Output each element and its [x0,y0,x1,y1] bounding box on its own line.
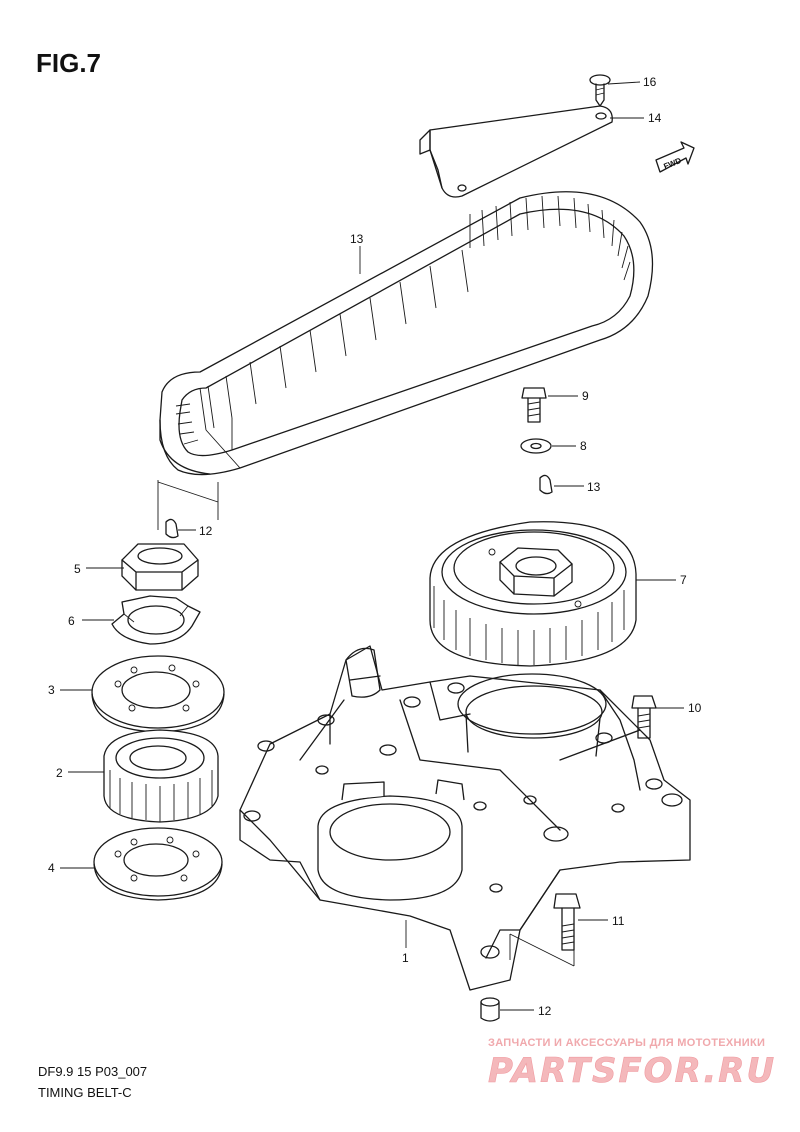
callout-10: 10 [688,701,702,715]
part-1-pulley-housing [239,645,691,991]
callout-6: 6 [68,614,75,628]
part-13-key-upper [539,474,553,495]
watermark-logo: PARTSFOR.RU [488,1051,776,1090]
part-7-driven-pulley [429,521,637,667]
figure-code: DF9.9 15 P03_007 [38,1064,148,1079]
part-3-plate [91,655,225,733]
part-5-nut [121,543,199,591]
part-6-lock-washer [111,595,201,645]
callout-8: 8 [580,439,587,453]
callout-12: 12 [538,1004,552,1018]
part-14-timing-belt [159,191,654,476]
figure-title: FIG.7 [36,48,102,78]
part-15-bracket [419,105,613,198]
callout-13-lower: 12 [199,524,213,538]
callout-2: 2 [56,766,63,780]
callout-labels: 16 14 13 9 8 13 12 5 6 3 7 10 2 4 11 1 1… [48,75,702,1018]
callout-3: 3 [48,683,55,697]
callout-14: 13 [350,232,364,246]
part-4-plate [93,827,223,901]
fwd-arrow-icon: FWD [655,141,695,173]
watermark-logo-text: PARTSFOR.RU [488,1051,776,1090]
part-16-screw [589,74,611,107]
part-12-dowel-pin [480,997,500,1022]
figure-name: TIMING BELT-C [38,1085,132,1100]
callout-9: 9 [582,389,589,403]
watermark-tagline: ЗАПЧАСТИ И АКСЕССУАРЫ ДЛЯ МОТОТЕХНИКИ [488,1037,766,1049]
callout-4: 4 [48,861,55,875]
callout-16: 16 [643,75,657,89]
part-8-washer [520,438,552,454]
callout-1: 1 [402,951,409,965]
break-lines [157,480,219,530]
callout-7: 7 [680,573,687,587]
callout-11: 11 [612,914,625,928]
leader-lines [60,81,684,1011]
callout-5: 5 [74,562,81,576]
part-2-drive-gear [103,729,219,823]
callout-13-upper: 13 [587,480,601,494]
callout-15: 14 [648,111,662,125]
part-9-bolt [521,387,547,423]
part-13-key-lower [165,518,179,539]
part-11-bolt [553,893,581,951]
